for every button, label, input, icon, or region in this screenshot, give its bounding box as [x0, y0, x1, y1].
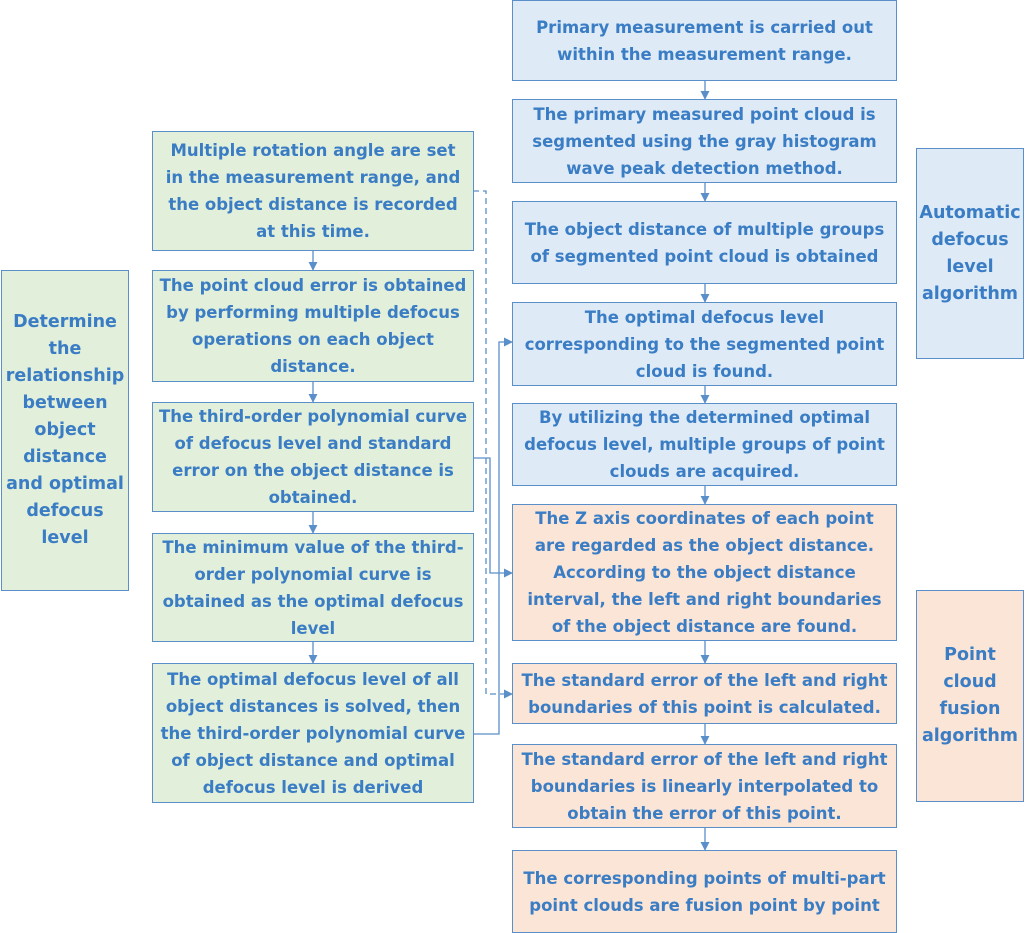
connector-curve-to-zaxis: [473, 457, 513, 578]
orange-step-1: The Z axis coordinates of each point are…: [512, 504, 897, 641]
blue-step-3-text: The object distance of multiple groups o…: [524, 219, 885, 266]
blue-step-2: The primary measured point cloud is segm…: [512, 99, 897, 183]
blue-step-4-text: The optimal defocus level corresponding …: [524, 307, 885, 381]
blue-step-2-text: The primary measured point cloud is segm…: [532, 104, 877, 178]
left-category-label: Determine the relationship between objec…: [1, 270, 129, 591]
connector-dashed-to-stderr: [473, 190, 513, 699]
green-step-5: The optimal defocus level of all object …: [152, 663, 474, 803]
blue-step-5-text: By utilizing the determined optimal defo…: [524, 408, 885, 481]
green-step-1: Multiple rotation angle are set in the m…: [152, 131, 474, 251]
orange-step-4: The corresponding points of multi-part p…: [512, 850, 897, 933]
connector-curve-to-lookup: [473, 337, 513, 735]
green-step-4: The minimum value of the third-order pol…: [152, 533, 474, 642]
orange-step-2-text: The standard error of the left and right…: [521, 670, 888, 717]
left-category-text: Determine the relationship between objec…: [5, 312, 125, 548]
right-label-point-cloud-fusion-text: Point cloud fusion algorithm: [921, 645, 1019, 746]
orange-step-3: The standard error of the left and right…: [512, 744, 897, 828]
right-label-automatic-defocus: Automatic defocus level algorithm: [916, 148, 1024, 359]
blue-step-4: The optimal defocus level corresponding …: [512, 302, 897, 386]
green-step-2-text: The point cloud error is obtained by per…: [159, 276, 467, 376]
green-step-1-text: Multiple rotation angle are set in the m…: [165, 141, 461, 241]
green-step-4-text: The minimum value of the third-order pol…: [162, 537, 464, 638]
green-step-3: The third-order polynomial curve of defo…: [152, 402, 474, 512]
green-step-5-text: The optimal defocus level of all object …: [160, 669, 466, 797]
blue-step-3: The object distance of multiple groups o…: [512, 201, 897, 284]
blue-step-5: By utilizing the determined optimal defo…: [512, 403, 897, 486]
orange-step-2: The standard error of the left and right…: [512, 663, 897, 724]
blue-step-1-text: Primary measurement is carried out withi…: [536, 17, 873, 64]
right-label-automatic-defocus-text: Automatic defocus level algorithm: [919, 202, 1021, 304]
green-step-3-text: The third-order polynomial curve of defo…: [159, 407, 468, 507]
orange-step-3-text: The standard error of the left and right…: [521, 749, 888, 823]
blue-step-1: Primary measurement is carried out withi…: [512, 0, 897, 81]
orange-step-1-text: The Z axis coordinates of each point are…: [527, 509, 882, 636]
orange-step-4-text: The corresponding points of multi-part p…: [523, 868, 886, 915]
green-step-2: The point cloud error is obtained by per…: [152, 270, 474, 382]
right-label-point-cloud-fusion: Point cloud fusion algorithm: [916, 590, 1024, 802]
